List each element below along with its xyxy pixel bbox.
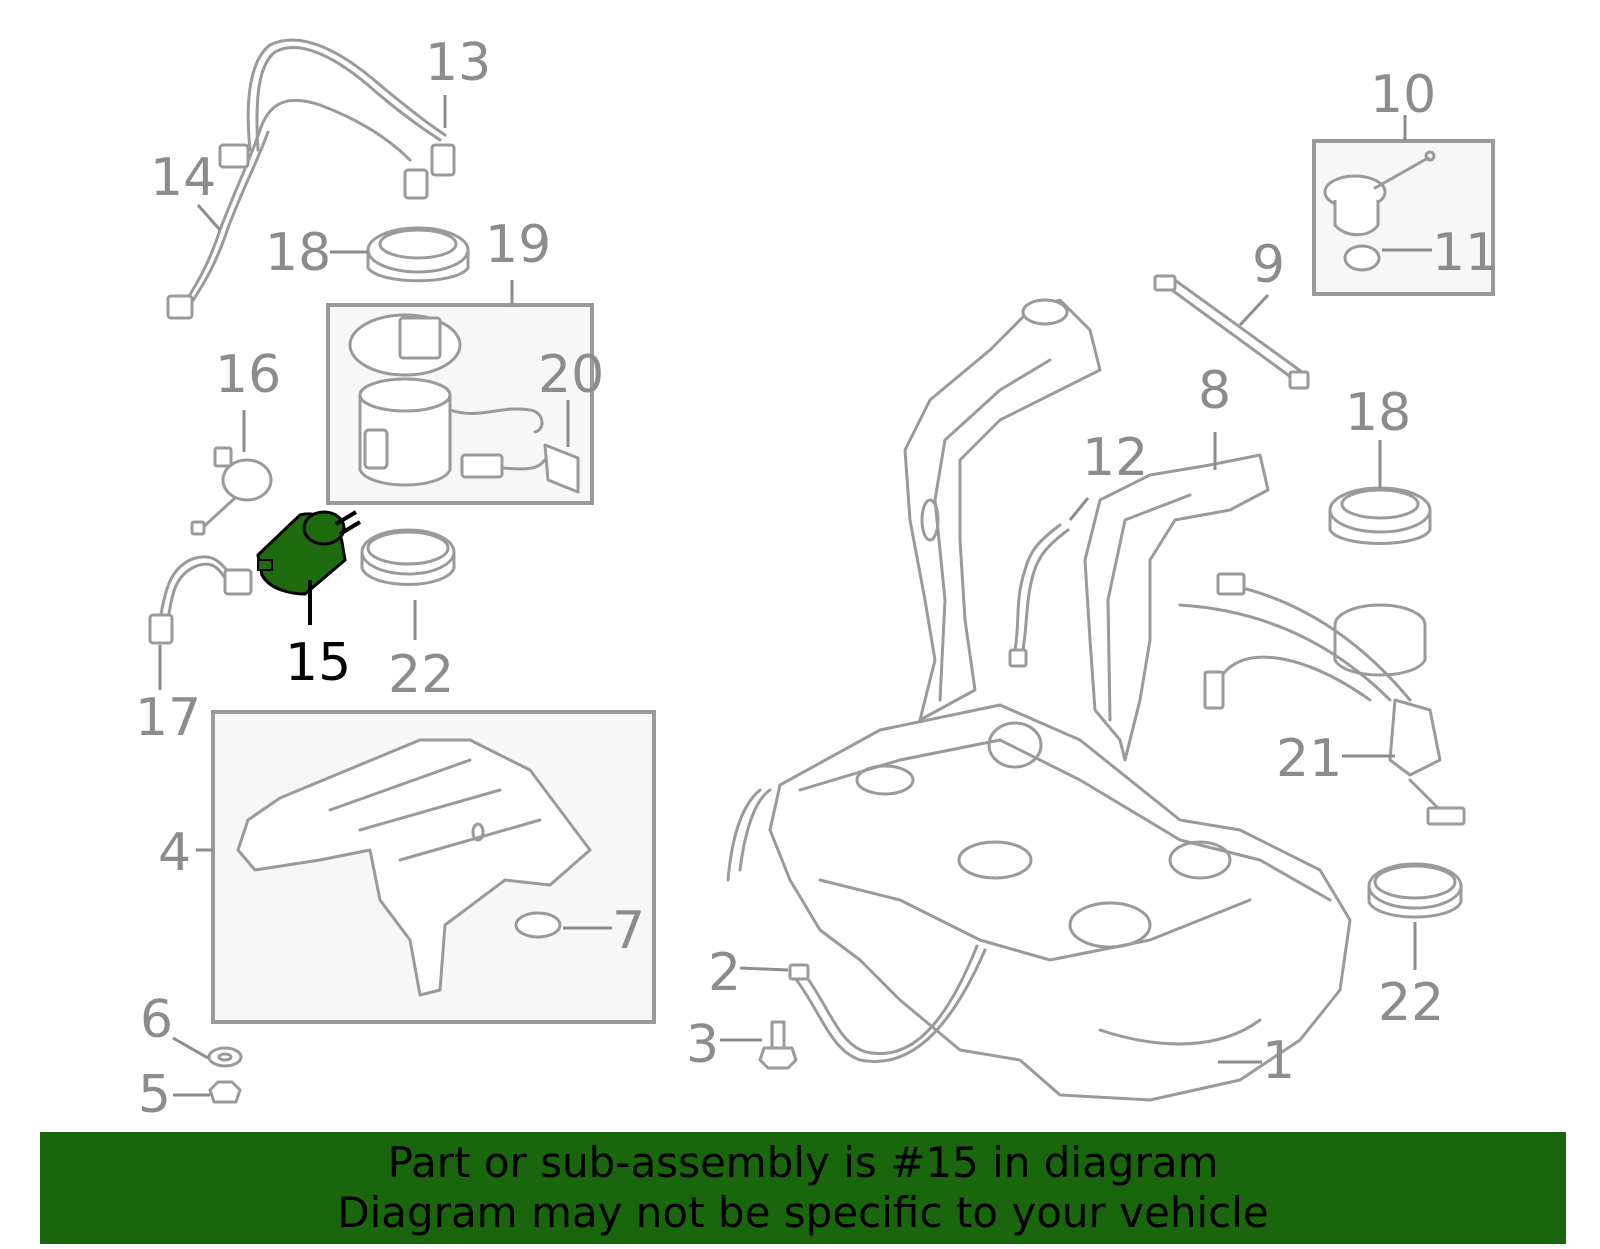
callout-5: 5 [138,1065,171,1125]
part-9-strap[interactable] [1153,274,1310,390]
callout-8: 8 [1198,361,1231,421]
part-11-gasket[interactable] [1343,244,1381,272]
callout-22-right: 22 [1378,973,1444,1033]
callout-6: 6 [140,990,173,1050]
callout-11: 11 [1432,223,1498,283]
callout-10: 10 [1370,65,1436,125]
part-20-sensor[interactable] [543,443,580,494]
callout-1: 1 [1262,1031,1295,1091]
callout-21: 21 [1276,729,1342,789]
callout-9: 9 [1252,235,1285,295]
info-banner: Part or sub-assembly is #15 in diagram D… [40,1132,1566,1244]
leader-lines [158,95,1432,1097]
callout-12: 12 [1082,428,1148,488]
part-10-fuel-cap-box[interactable] [1312,139,1495,296]
part-18-lock-ring-right[interactable] [1328,486,1432,545]
part-22-seal-left[interactable] [360,528,456,586]
callout-19: 19 [485,215,551,275]
callout-18-left: 18 [265,223,331,283]
callout-18-right: 18 [1345,383,1411,443]
part-1-fuel-tank[interactable] [726,703,1352,1102]
callout-labels: 13 14 18 19 20 16 15 22 17 4 7 6 5 2 3 1… [135,33,1498,1125]
part-4-heat-shield-box[interactable] [211,710,656,1024]
callout-15: 15 [285,633,351,693]
part-12-vent-line[interactable] [1008,523,1070,668]
callout-2: 2 [708,943,741,1003]
callout-20: 20 [538,345,604,405]
part-22-seal-right[interactable] [1367,862,1463,919]
part-3-bolt[interactable] [758,1020,798,1070]
callout-14: 14 [150,148,216,208]
part-17-hose[interactable] [148,555,253,645]
part-14-hose-assembly[interactable] [166,38,456,320]
part-7-o-ring[interactable] [514,911,562,939]
callout-16: 16 [215,345,281,405]
part-2-strap[interactable] [788,944,987,1063]
part-6-washer[interactable] [207,1046,243,1068]
part-8-bracket[interactable] [1083,453,1270,762]
fuel-filler-neck [903,298,1102,722]
banner-line-2: Diagram may not be specific to your vehi… [337,1188,1269,1237]
callout-7: 7 [612,901,645,961]
callout-22-left: 22 [388,645,454,705]
callout-17: 17 [135,688,201,748]
part-18-lock-ring-left[interactable] [366,226,470,283]
part-15-fuel-filter[interactable] [256,510,362,596]
callout-13: 13 [425,33,491,93]
part-5-nut[interactable] [208,1080,242,1104]
part-16-clamp[interactable] [190,446,273,536]
part-21-sending-unit[interactable] [1178,572,1466,826]
callout-3: 3 [686,1015,719,1075]
callout-4: 4 [158,823,191,883]
banner-line-1: Part or sub-assembly is #15 in diagram [387,1138,1219,1187]
